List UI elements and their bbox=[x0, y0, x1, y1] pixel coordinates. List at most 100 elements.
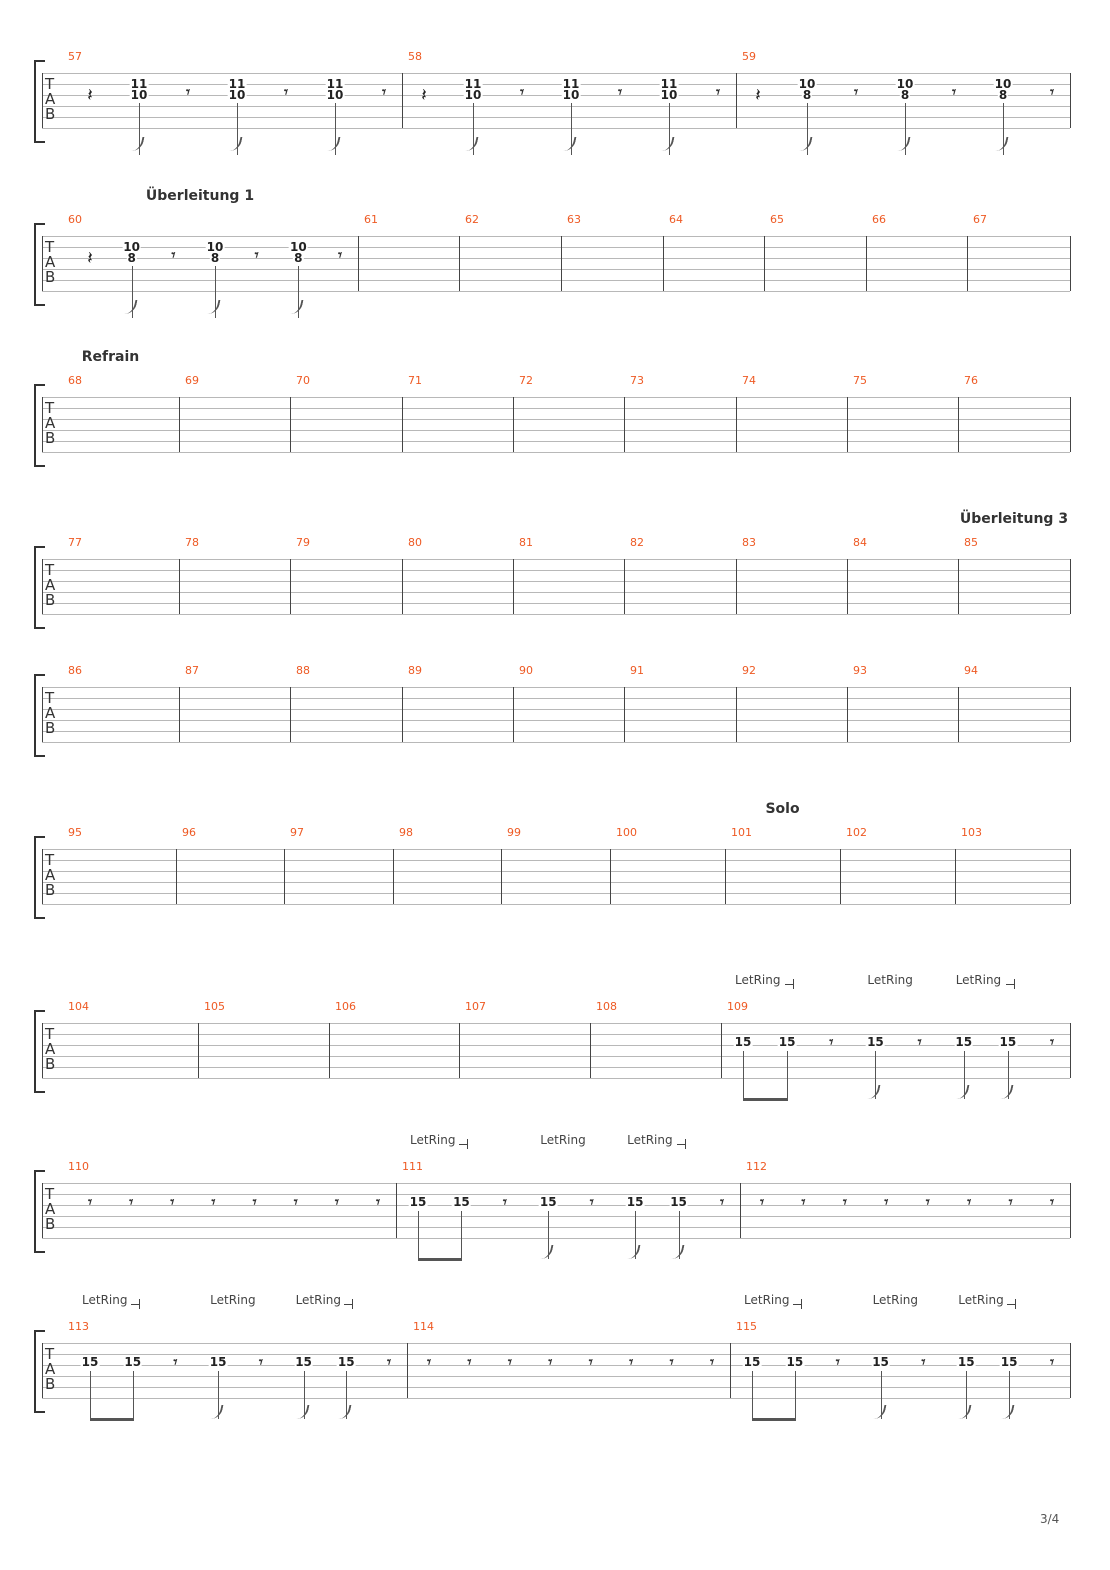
note-stem bbox=[905, 103, 906, 155]
tab-clef-letter: T bbox=[45, 238, 55, 256]
measure-number: 85 bbox=[964, 536, 978, 549]
barline bbox=[1070, 73, 1071, 128]
note-stem bbox=[418, 1211, 419, 1259]
eighth-flag bbox=[873, 1405, 887, 1419]
staff-line bbox=[42, 614, 1070, 615]
eighth-flag bbox=[958, 1405, 972, 1419]
barline bbox=[42, 1023, 43, 1078]
eighth-rest: 𝄾 bbox=[254, 246, 259, 264]
measure-number: 92 bbox=[742, 664, 756, 677]
staff-line bbox=[42, 1034, 1070, 1035]
measure-number: 77 bbox=[68, 536, 82, 549]
measure-number: 70 bbox=[296, 374, 310, 387]
fret-number: 15 bbox=[80, 1355, 100, 1369]
fret-number: 10 bbox=[895, 77, 915, 91]
fret-number: 11 bbox=[561, 77, 581, 91]
fret-number: 15 bbox=[733, 1035, 753, 1049]
note-stem bbox=[335, 103, 336, 155]
measure-number: 93 bbox=[853, 664, 867, 677]
eighth-rest: 𝄾 bbox=[917, 1033, 922, 1051]
eighth-rest: 𝄾 bbox=[925, 1193, 930, 1211]
eighth-flag bbox=[799, 137, 813, 151]
eighth-rest: 𝄾 bbox=[171, 246, 176, 264]
eighth-rest: 𝄾 bbox=[211, 1193, 216, 1211]
barline bbox=[42, 397, 43, 452]
tab-clef-letter: T bbox=[45, 399, 55, 417]
section-marker: Überleitung 3 bbox=[959, 511, 1069, 527]
barline bbox=[513, 397, 514, 452]
note-stem bbox=[1009, 1371, 1011, 1419]
measure-number: 111 bbox=[402, 1160, 423, 1173]
note-stem bbox=[635, 1211, 637, 1259]
barline bbox=[740, 1183, 741, 1238]
barline bbox=[42, 1183, 43, 1238]
staff-line bbox=[42, 1056, 1070, 1057]
eighth-flag bbox=[956, 1085, 970, 1099]
staff-line bbox=[42, 1183, 1070, 1184]
let-ring-end-marker bbox=[785, 979, 795, 989]
fret-number: 10 bbox=[797, 77, 817, 91]
note-stem bbox=[669, 103, 670, 155]
eighth-rest: 𝄾 bbox=[427, 1353, 431, 1371]
note-stem bbox=[571, 103, 572, 155]
eighth-rest: 𝄾 bbox=[716, 83, 720, 101]
eighth-rest: 𝄾 bbox=[88, 1193, 92, 1211]
barline bbox=[179, 397, 180, 452]
measure-number: 90 bbox=[519, 664, 533, 677]
measure-number: 91 bbox=[630, 664, 644, 677]
system-bracket bbox=[34, 674, 45, 757]
note-stem bbox=[875, 1051, 877, 1099]
eighth-rest: 𝄾 bbox=[507, 1353, 512, 1371]
barline bbox=[42, 687, 43, 742]
staff-line bbox=[42, 1216, 1070, 1217]
let-ring-label: LetRing bbox=[410, 1133, 456, 1147]
note-stem bbox=[139, 103, 140, 155]
tab-clef-letter: B bbox=[45, 105, 56, 123]
barline bbox=[393, 849, 394, 904]
staff-line bbox=[42, 720, 1070, 721]
barline bbox=[290, 687, 291, 742]
staff-line bbox=[42, 871, 1070, 872]
quarter-rest: 𝄽 bbox=[421, 85, 427, 106]
barline bbox=[198, 1023, 199, 1078]
staff-line bbox=[42, 1194, 1070, 1195]
measure-number: 87 bbox=[185, 664, 199, 677]
fret-number: 15 bbox=[294, 1355, 313, 1369]
fret-number: 11 bbox=[129, 77, 149, 91]
eighth-flag bbox=[1001, 1405, 1015, 1419]
eighth-rest: 𝄾 bbox=[548, 1353, 553, 1371]
system-bracket bbox=[34, 1170, 45, 1253]
eighth-flag bbox=[465, 137, 479, 151]
eighth-rest: 𝄾 bbox=[387, 1353, 391, 1371]
measure-number: 103 bbox=[961, 826, 982, 839]
barline bbox=[721, 1023, 722, 1078]
barline bbox=[590, 1023, 591, 1078]
page-number: 3/4 bbox=[1040, 1512, 1060, 1526]
eighth-flag bbox=[296, 1405, 310, 1419]
tab-clef-letter: T bbox=[45, 75, 55, 93]
measure-number: 99 bbox=[507, 826, 521, 839]
measure-number: 73 bbox=[630, 374, 644, 387]
measure-number: 105 bbox=[204, 1000, 225, 1013]
staff-line bbox=[42, 1354, 1070, 1355]
eighth-rest: 𝄾 bbox=[338, 246, 342, 264]
barline bbox=[501, 849, 502, 904]
let-ring-label: LetRing bbox=[872, 1293, 919, 1307]
let-ring-label: LetRing bbox=[867, 973, 913, 987]
eighth-flag bbox=[995, 137, 1009, 151]
tab-clef-letter: T bbox=[45, 561, 55, 579]
fret-number: 15 bbox=[866, 1035, 885, 1049]
fret-number: 15 bbox=[742, 1355, 762, 1369]
section-marker: Überleitung 1 bbox=[145, 188, 255, 204]
note-beam bbox=[743, 1098, 789, 1101]
measure-number: 57 bbox=[68, 50, 82, 63]
barline bbox=[459, 236, 460, 291]
barline bbox=[1070, 1183, 1071, 1238]
let-ring-end-marker bbox=[130, 1299, 140, 1309]
fret-number: 15 bbox=[538, 1195, 558, 1209]
system-bracket bbox=[34, 1010, 45, 1093]
eighth-flag bbox=[867, 1085, 881, 1099]
fret-number: 15 bbox=[871, 1355, 890, 1369]
eighth-rest: 𝄾 bbox=[967, 1193, 972, 1211]
eighth-rest: 𝄾 bbox=[629, 1353, 634, 1371]
